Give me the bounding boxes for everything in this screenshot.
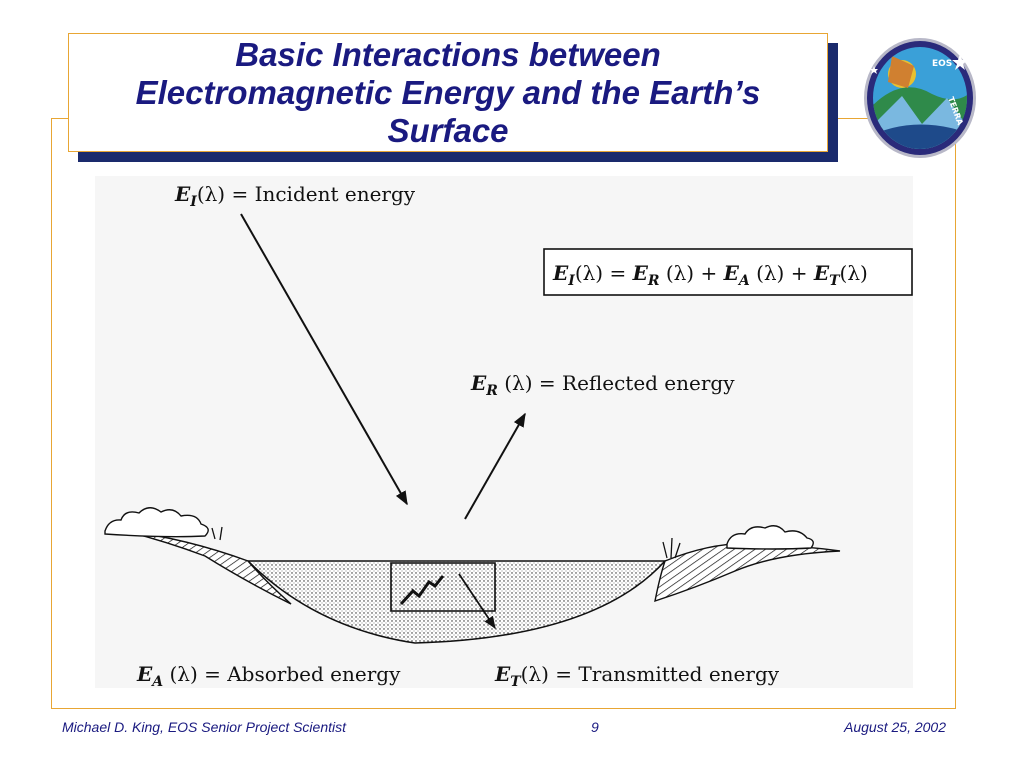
slide-title: Basic Interactions between Electromagnet… [135, 35, 761, 149]
grass-tufts [211, 526, 681, 559]
transmitted-arrow [458, 573, 496, 630]
equation-box [543, 248, 913, 296]
eos-terra-mission-logo-icon: EOS TERRA [864, 38, 976, 158]
incident-energy-label: EI(λ) = Incident energy [174, 182, 416, 210]
energy-balance-equation: EI(λ) = ER (λ) + EA (λ) + ET(λ) [552, 261, 868, 289]
logo-eos-text: EOS [932, 59, 952, 69]
footer-author: Michael D. King, EOS Senior Project Scie… [62, 719, 347, 735]
energy-interaction-diagram: EI(λ) = ER (λ) + EA (λ) + ET(λ) EI(λ) = … [95, 176, 913, 688]
footer-date: August 25, 2002 [844, 719, 946, 735]
transmitted-energy-label: ET(λ) = Transmitted energy [494, 662, 780, 688]
right-shrub [726, 525, 814, 550]
reflected-arrow [464, 412, 526, 520]
footer-page-number: 9 [591, 719, 599, 735]
absorbed-energy-label: EA (λ) = Absorbed energy [136, 662, 401, 688]
interface-inset-box [390, 562, 496, 612]
left-shrub [104, 507, 209, 538]
title-box: Basic Interactions between Electromagnet… [68, 33, 828, 152]
water-body [246, 560, 667, 644]
left-bank [124, 530, 292, 605]
absorbed-zigzag [399, 575, 445, 606]
incident-arrow [240, 213, 408, 506]
reflected-energy-label: ER (λ) = Reflected energy [470, 371, 735, 399]
